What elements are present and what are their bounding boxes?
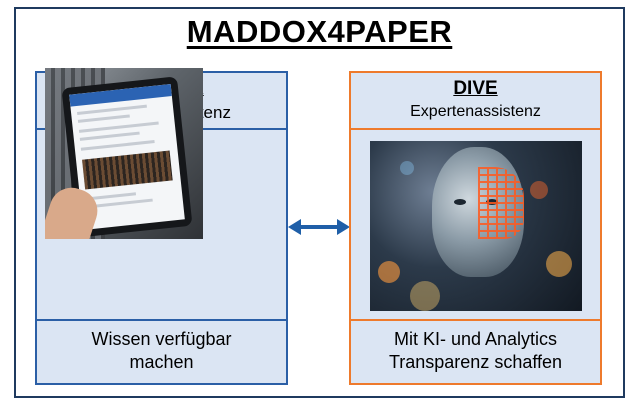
dive-footer-line2: Transparenz schaffen (388, 352, 563, 372)
maddox-footer-line2: machen (129, 352, 194, 372)
screen-image (82, 150, 173, 190)
screen-line (77, 104, 147, 115)
maddox-footer-line1: Wissen verfügbar (91, 329, 232, 349)
title-text: MADDOX4PAPER (186, 14, 453, 49)
bokeh-light (378, 261, 400, 283)
circuit-overlay (478, 167, 524, 239)
screen-line (78, 121, 159, 133)
screen-line (80, 140, 155, 151)
maddox-footer: Wissen verfügbar machen (37, 319, 286, 383)
bokeh-light (410, 281, 440, 311)
eye (454, 199, 466, 205)
dive-name: DIVE (453, 78, 498, 99)
bokeh-light (546, 251, 572, 277)
dive-footer: Mit KI- und Analytics Transparenz schaff… (351, 319, 600, 383)
bokeh-light (530, 181, 548, 199)
screen-line (77, 114, 130, 123)
dive-header: DIVE Expertenassistenz (351, 73, 600, 130)
screen-line (79, 131, 140, 141)
dive-footer-line1: Mit KI- und Analytics (393, 329, 558, 349)
ai-face-photo (370, 141, 582, 311)
diagram-title: MADDOX4PAPER (0, 14, 639, 50)
tablet-photo (45, 68, 203, 239)
bokeh-light (400, 161, 414, 175)
dive-subtitle: Expertenassistenz (410, 103, 541, 120)
double-arrow-icon (288, 219, 350, 235)
app-header-bar (69, 84, 172, 107)
